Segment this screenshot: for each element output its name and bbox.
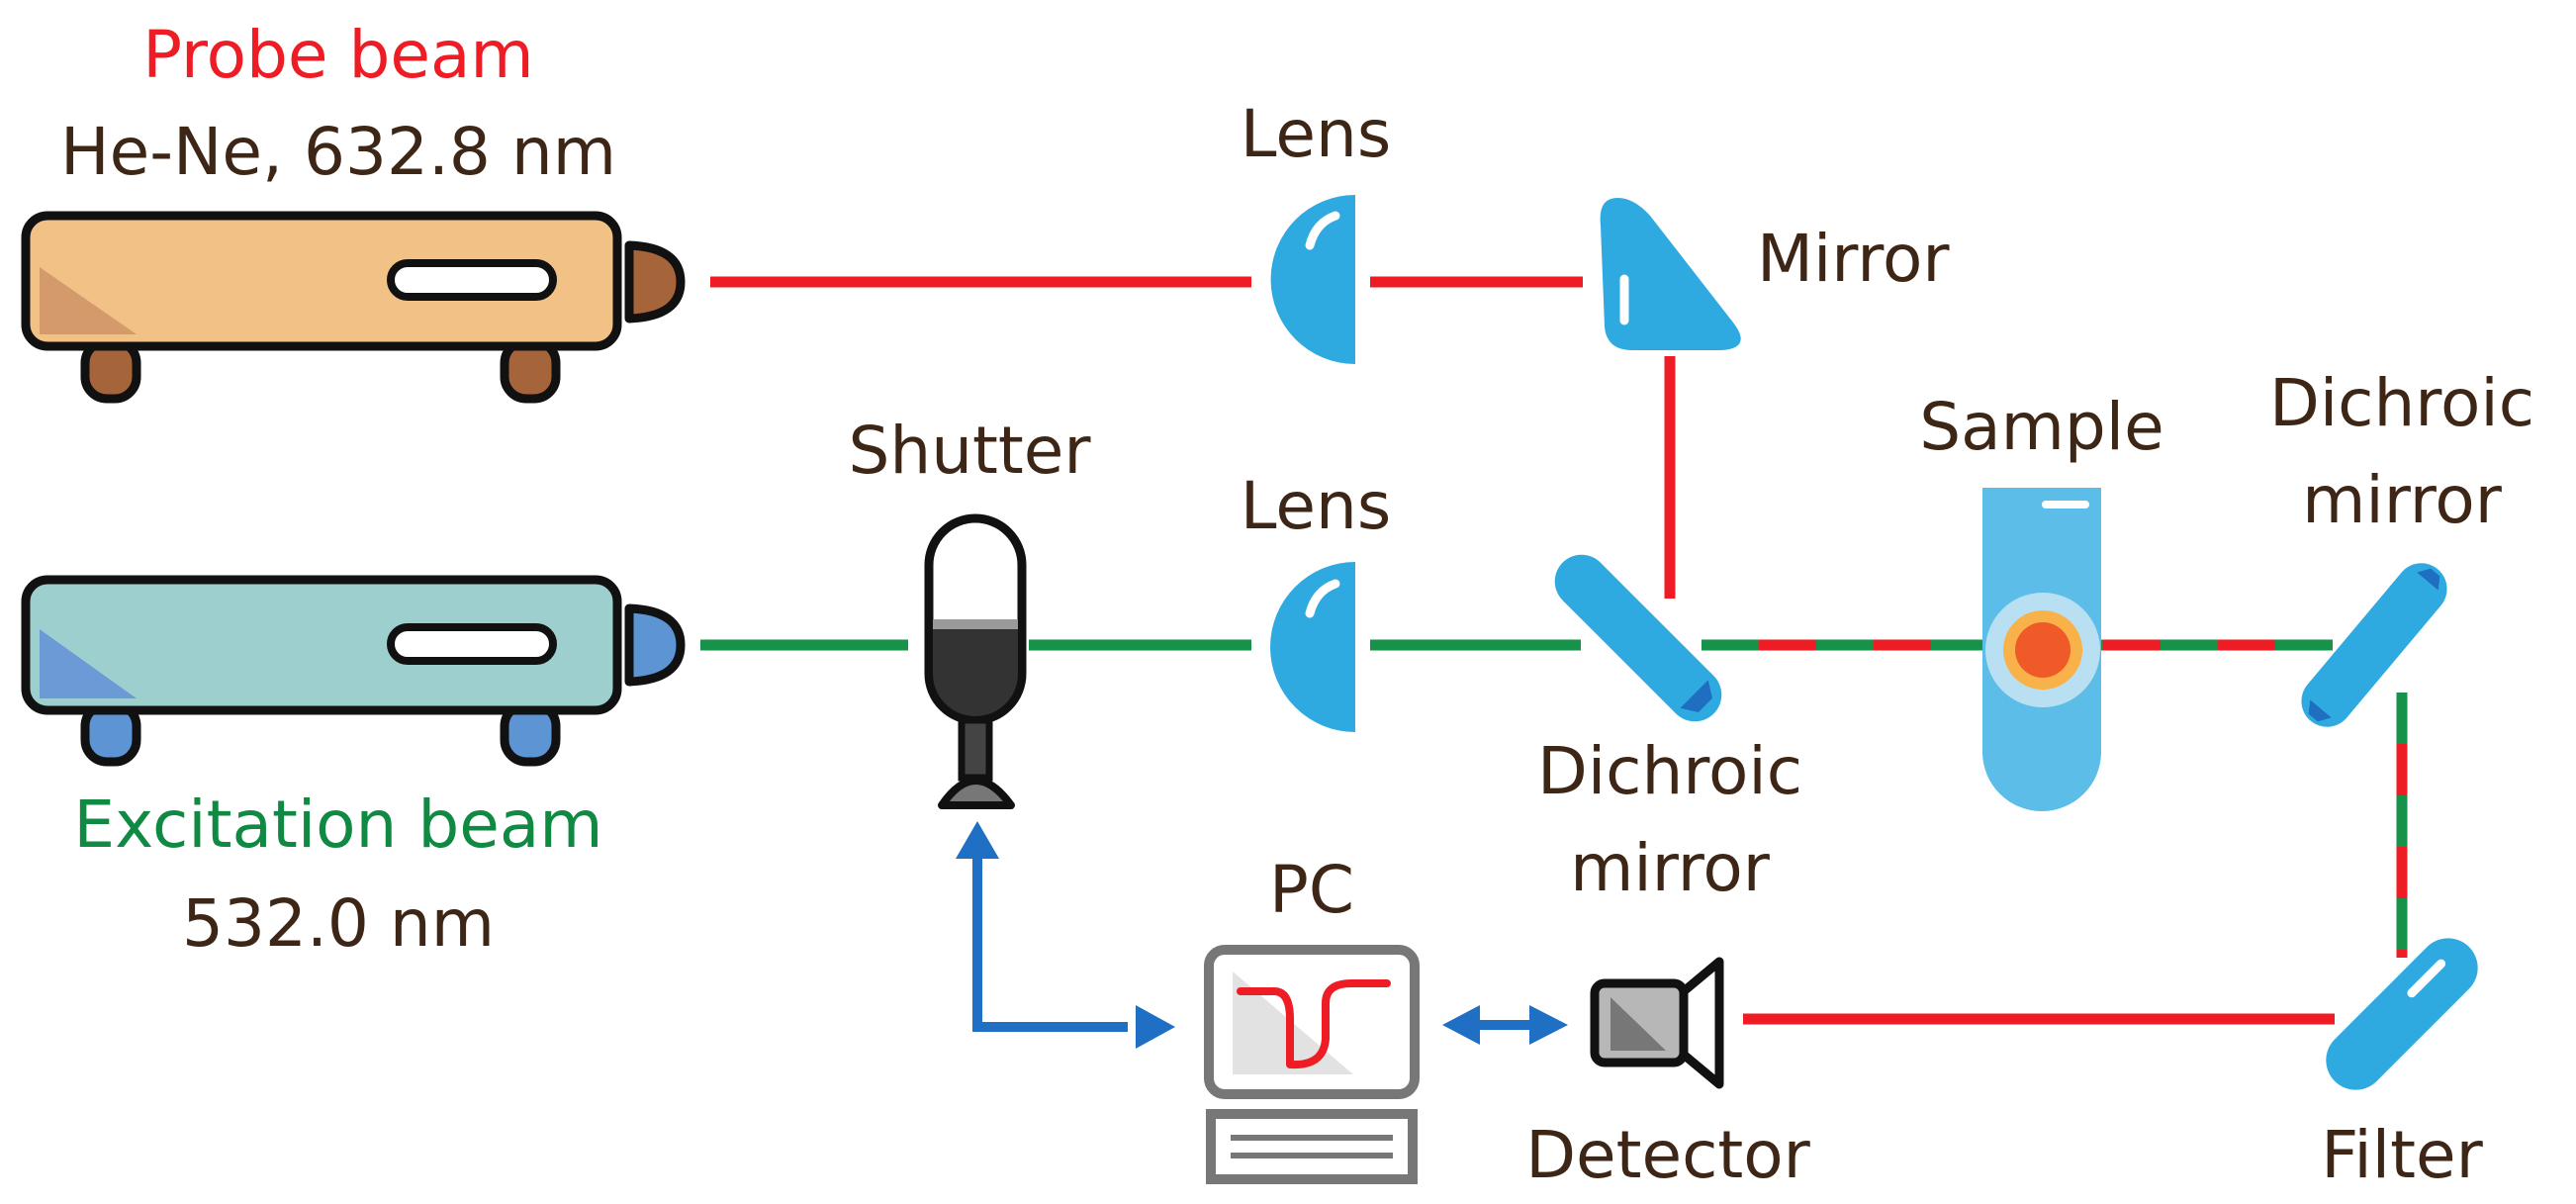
excitation-laser-output-cap bbox=[624, 603, 686, 687]
detector-aperture bbox=[1679, 957, 1724, 1089]
pc-keyboard bbox=[1206, 1109, 1418, 1184]
shutter-stem bbox=[958, 716, 993, 782]
probe-laser-shading bbox=[40, 267, 137, 334]
shutter-base bbox=[938, 777, 1015, 809]
excitation-laser-shading bbox=[40, 629, 137, 698]
dichroic-right-label-line1: Dichroic bbox=[2269, 365, 2534, 441]
shutter-label: Shutter bbox=[848, 413, 1091, 489]
probe-beam-title: Probe beam bbox=[142, 17, 533, 93]
pc-label: PC bbox=[1269, 852, 1354, 928]
mirror-label: Mirror bbox=[1757, 221, 1950, 297]
excitation-beam-spec: 532.0 nm bbox=[182, 885, 495, 962]
excitation-laser-body bbox=[21, 575, 622, 715]
lens-bottom-label: Lens bbox=[1241, 468, 1391, 544]
labels: Probe beam He-Ne, 632.8 nm Excitation be… bbox=[60, 17, 2534, 1193]
excitation-laser bbox=[21, 575, 686, 767]
dichroic-mirror-center bbox=[1554, 554, 1722, 722]
sample-label: Sample bbox=[1919, 389, 2163, 465]
lens-bottom bbox=[1270, 562, 1355, 732]
excitation-laser-window bbox=[387, 623, 557, 665]
filter-label: Filter bbox=[2321, 1117, 2483, 1193]
detector bbox=[1590, 957, 1724, 1089]
lens-top bbox=[1270, 195, 1355, 364]
dichroic-right-label-line2: mirror bbox=[2302, 462, 2503, 538]
pc bbox=[1204, 945, 1420, 1184]
dichroic-center-label-line2: mirror bbox=[1570, 830, 1771, 906]
pc-signal-trace bbox=[1237, 979, 1391, 1069]
detector-body-shading bbox=[1610, 997, 1666, 1051]
probe-laser-body bbox=[21, 211, 622, 351]
shutter bbox=[924, 513, 1027, 809]
probe-laser-window bbox=[387, 259, 557, 301]
detector-label: Detector bbox=[1525, 1117, 1810, 1193]
shutter-closed-portion bbox=[933, 619, 1018, 716]
arrow-right-to-detector bbox=[1529, 1005, 1568, 1045]
lens-top-highlight bbox=[1305, 211, 1340, 250]
excitation-beam-title: Excitation beam bbox=[73, 787, 602, 863]
sample bbox=[1982, 488, 2101, 811]
arrow-up-to-shutter bbox=[956, 821, 999, 859]
probe-beam-spec: He-Ne, 632.8 nm bbox=[60, 114, 616, 190]
lens-bottom-highlight bbox=[1305, 579, 1340, 618]
signal-arrows bbox=[956, 821, 1568, 1049]
probe-laser bbox=[21, 211, 686, 404]
dichroic-center-label-line1: Dichroic bbox=[1537, 733, 1802, 809]
filter bbox=[2326, 938, 2478, 1090]
mirror bbox=[1600, 198, 1741, 350]
arrow-right-to-pc bbox=[1136, 1005, 1175, 1049]
filter-highlight bbox=[2407, 959, 2446, 998]
lens-top-label: Lens bbox=[1241, 96, 1391, 172]
dichroic-mirror-right bbox=[2301, 563, 2447, 727]
sample-spot bbox=[2015, 622, 2070, 678]
probe-laser-output-cap bbox=[624, 240, 686, 324]
arrow-left-to-pc bbox=[1442, 1005, 1480, 1045]
